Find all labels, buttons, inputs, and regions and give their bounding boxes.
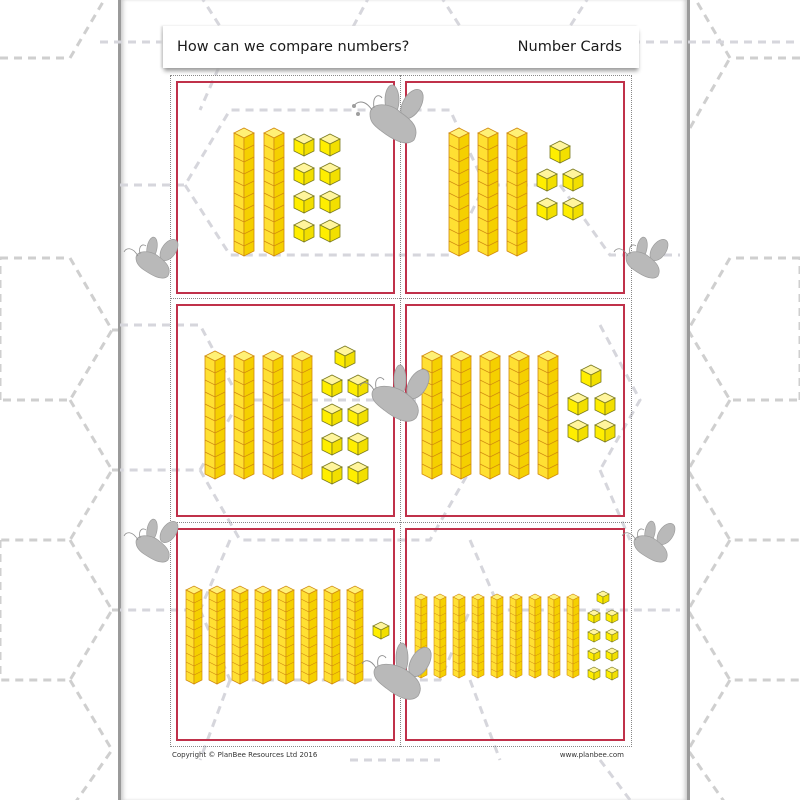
tens-rod-icon bbox=[204, 350, 313, 480]
number-card-81 bbox=[176, 528, 395, 741]
cut-line-horizontal-1 bbox=[170, 298, 632, 299]
worksheet-header: How can we compare numbers? Number Cards bbox=[163, 26, 639, 68]
website-link[interactable]: www.planbee.com bbox=[559, 751, 624, 759]
bee-icon bbox=[622, 520, 676, 563]
base-ten-blocks bbox=[448, 127, 584, 257]
base-ten-blocks bbox=[414, 590, 619, 681]
bee-icon bbox=[613, 236, 669, 279]
bee-icon bbox=[123, 236, 179, 279]
unit-cube-icon bbox=[587, 590, 619, 681]
tens-rod-icon bbox=[185, 585, 364, 685]
worksheet-title: How can we compare numbers? bbox=[177, 39, 410, 55]
bee-icon bbox=[360, 364, 430, 422]
tens-rod-icon bbox=[233, 127, 285, 257]
unit-cube-icon bbox=[567, 364, 616, 443]
copyright-text: Copyright © PlanBee Resources Ltd 2016 bbox=[172, 751, 318, 759]
cut-line-horizontal-2 bbox=[170, 522, 632, 523]
bee-icon bbox=[352, 84, 424, 144]
unit-cube-icon bbox=[536, 140, 584, 221]
unit-cube-icon bbox=[293, 133, 341, 243]
bee-icon bbox=[362, 642, 432, 700]
bee-icon bbox=[123, 518, 179, 563]
base-ten-blocks bbox=[421, 350, 616, 480]
worksheet-section-label: Number Cards bbox=[517, 39, 622, 55]
tens-rod-icon bbox=[421, 350, 559, 480]
base-ten-blocks bbox=[185, 585, 390, 685]
number-card-99 bbox=[405, 528, 625, 741]
unit-cube-icon bbox=[372, 621, 390, 640]
tens-rod-icon bbox=[448, 127, 528, 257]
